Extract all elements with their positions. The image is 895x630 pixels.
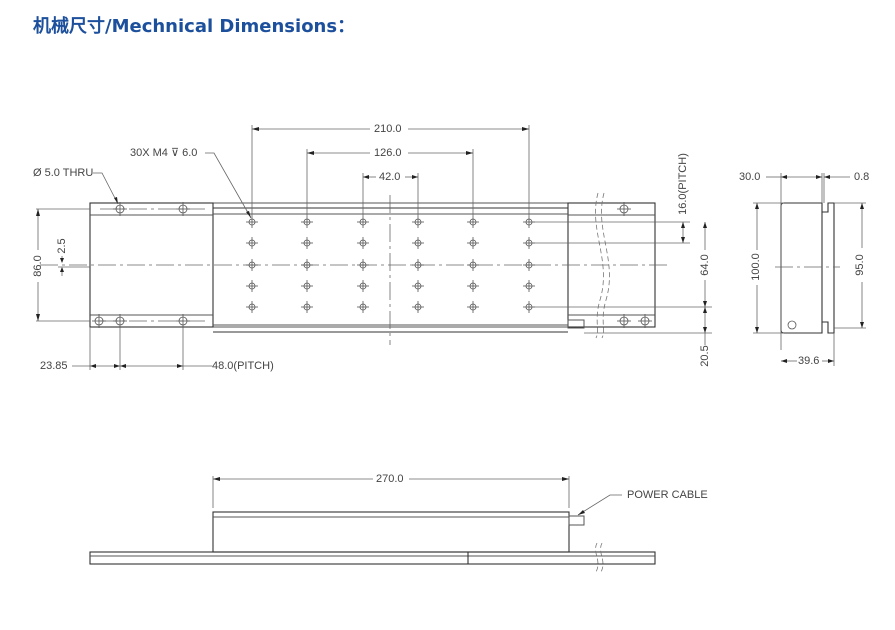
tapped-hole-grid bbox=[245, 215, 536, 314]
top-view bbox=[36, 125, 712, 370]
tapped-holes-callout: 30X M4 ⊽ 6.0 bbox=[130, 147, 198, 159]
page-title: 机械尺寸/Mechnical Dimensions： bbox=[33, 16, 356, 37]
dim-2-5: 2.5 bbox=[56, 238, 68, 254]
dim-270: 270.0 bbox=[376, 473, 404, 485]
dim-210: 210.0 bbox=[374, 123, 402, 135]
end-view bbox=[753, 173, 866, 366]
dim-42: 42.0 bbox=[379, 171, 401, 183]
dim-100: 100.0 bbox=[750, 253, 762, 281]
dim-23-85: 23.85 bbox=[40, 360, 68, 372]
dim-0-8: 0.8 bbox=[854, 171, 870, 183]
dim-48-pitch: 48.0(PITCH) bbox=[212, 360, 274, 372]
dim-126: 126.0 bbox=[374, 147, 402, 159]
dim-30: 30.0 bbox=[739, 171, 761, 183]
thru-hole-callout: Ø 5.0 THRU bbox=[33, 167, 94, 179]
dim-20-5: 20.5 bbox=[699, 345, 711, 367]
dim-39-6: 39.6 bbox=[798, 355, 820, 367]
dim-16-pitch: 16.0(PITCH) bbox=[677, 153, 689, 215]
dim-86: 86.0 bbox=[32, 255, 44, 277]
side-view bbox=[89, 476, 656, 573]
power-cable-callout: POWER CABLE bbox=[627, 489, 708, 501]
dim-95: 95.0 bbox=[854, 254, 866, 276]
dim-64: 64.0 bbox=[699, 254, 711, 276]
